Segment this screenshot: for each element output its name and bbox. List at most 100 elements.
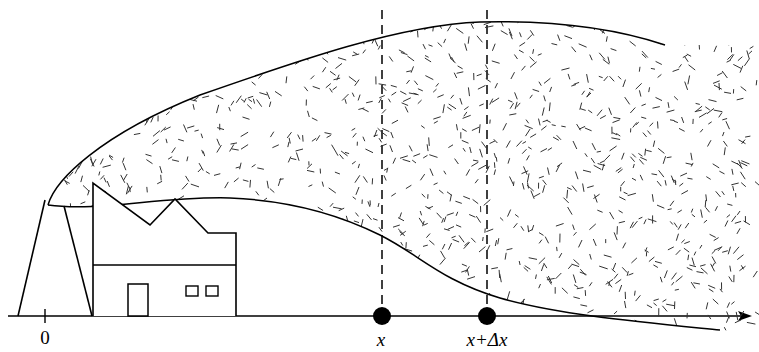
smoke-particle [62,286,64,294]
smoke-particle [255,299,260,303]
smoke-particle [544,263,547,268]
smoke-particle [388,99,390,103]
smoke-particle [117,106,124,110]
smoke-particle [679,128,685,131]
smoke-particle [648,131,651,135]
smoke-particle [354,291,358,298]
smoke-particle [255,263,260,264]
smoke-particle [290,301,295,302]
smoke-particle [470,147,472,153]
smoke-particle [552,124,556,126]
smoke-particle [509,310,513,314]
smoke-particle [156,319,161,322]
smoke-particle [458,287,462,295]
smoke-particle [132,327,136,329]
smoke-particle [639,159,643,164]
smoke-particle [160,175,162,181]
smoke-particle [643,133,647,137]
smoke-particle [729,277,733,282]
smoke-particle [402,103,409,106]
smoke-particle [333,207,342,209]
smoke-particle [678,210,682,213]
smoke-particle [244,284,247,290]
smoke-particle [335,172,340,174]
smoke-particle [583,184,584,192]
smoke-particle [312,263,313,270]
smoke-particle [362,329,365,337]
smoke-particle [740,172,745,179]
smoke-particle [419,328,421,335]
smoke-particle [191,201,193,206]
smoke-particle [473,160,478,161]
smoke-particle [438,43,442,47]
smoke-particle [587,186,594,188]
smoke-particle [466,266,470,272]
smoke-particle [696,106,703,112]
smoke-particle [603,59,609,64]
smoke-particle [186,176,190,182]
factory-window [206,286,218,296]
smoke-particle [113,70,121,72]
smoke-particle [122,29,127,30]
smoke-particle [218,51,224,55]
smoke-particle [462,264,467,266]
smoke-particle [583,170,591,172]
smoke-particle [275,91,282,96]
smoke-particle [599,53,605,60]
smoke-particle [166,62,170,65]
smoke-particle [494,162,496,168]
smoke-particle [87,57,92,62]
smoke-particle [460,98,462,104]
smoke-particle [668,208,672,210]
smoke-particle [592,143,596,150]
smoke-particle [599,266,608,269]
smoke-particle [472,293,473,299]
smoke-particle [199,163,203,171]
smoke-particle [727,312,730,319]
smoke-particle [87,19,93,23]
smoke-particle [737,255,743,260]
smoke-particle [452,236,456,238]
smoke-particle [245,316,251,318]
smoke-particle [412,160,416,163]
smoke-particle [688,76,690,85]
smoke-particle [131,67,133,72]
smoke-particle [53,37,55,41]
smoke-particle [590,254,592,260]
smoke-particle [568,207,573,215]
smoke-particle [231,143,238,144]
smoke-particle [306,100,307,106]
smoke-particle [589,282,592,286]
smoke-particle [511,72,515,79]
smoke-particle [169,70,176,71]
smoke-particle [478,85,486,89]
smoke-particle [237,210,240,216]
smoke-particle [70,263,72,268]
smoke-particle [330,88,333,92]
smoke-particle [418,100,422,104]
smoke-particle [370,200,371,205]
smoke-particle [657,39,663,41]
smoke-particle [123,114,130,116]
smoke-particle [248,96,254,98]
smoke-particle [541,264,543,271]
smoke-particle [651,68,655,70]
smoke-particle [695,110,702,112]
smoke-particle [348,239,354,242]
smoke-particle [157,181,162,184]
smoke-particle [523,142,527,144]
smoke-particle [406,185,412,188]
smoke-particle [226,201,227,208]
smoke-particle [593,239,596,246]
smoke-particle [451,95,454,99]
smoke-particle [708,122,711,124]
smoke-particle [102,60,111,62]
smoke-particle [99,172,100,176]
smoke-particle [709,289,714,292]
smoke-particle [747,51,750,59]
smoke-particle [573,225,575,230]
smoke-particle [194,71,195,77]
smoke-particle [521,299,525,303]
smoke-particle [258,286,259,292]
smoke-particle [747,322,756,324]
